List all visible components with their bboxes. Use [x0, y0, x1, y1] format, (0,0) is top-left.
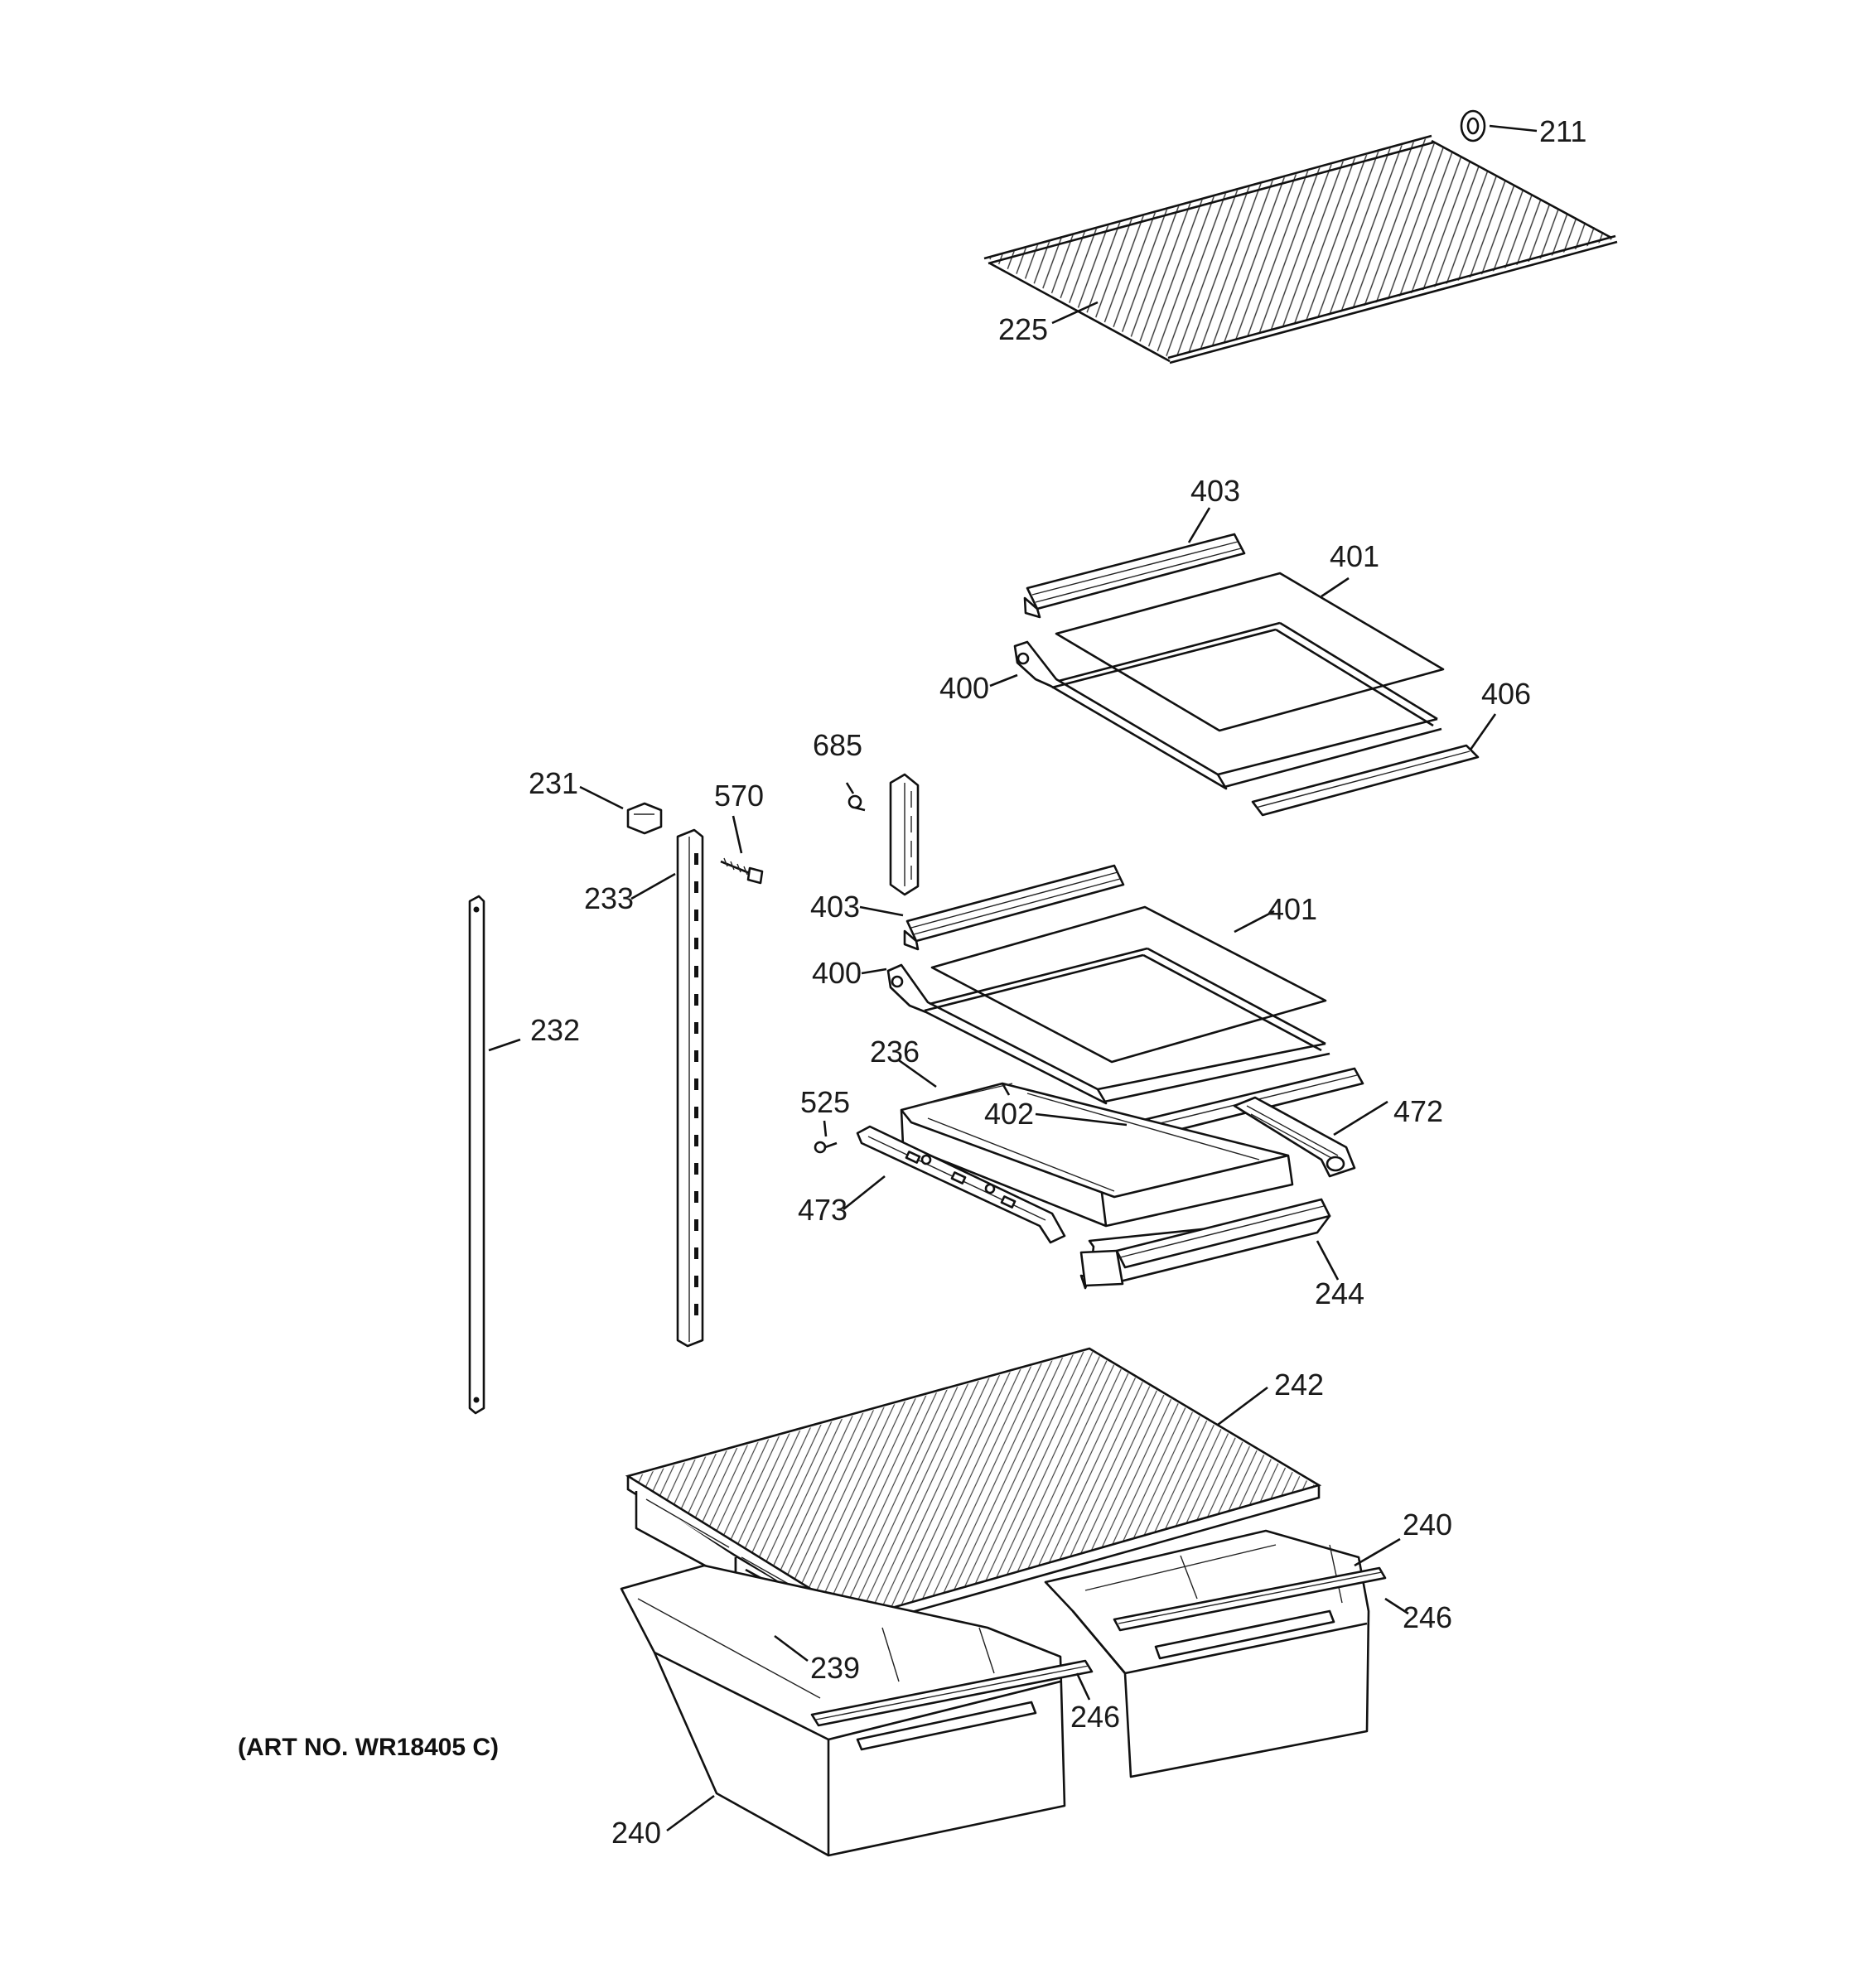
callout-225: 225 — [998, 312, 1048, 346]
callout-233: 233 — [584, 881, 634, 915]
callout-232: 232 — [530, 1013, 580, 1047]
callout-473: 473 — [798, 1193, 847, 1227]
callout-242: 242 — [1274, 1368, 1324, 1402]
art-number: (ART NO. WR18405 C) — [238, 1734, 499, 1761]
part-685-screw — [847, 794, 866, 812]
callout-403: 403 — [810, 890, 860, 924]
part-406-shelf-trim-front — [1251, 744, 1480, 817]
callout-231: 231 — [529, 766, 578, 800]
callout-402: 402 — [984, 1097, 1034, 1131]
callout-240: 240 — [1403, 1508, 1452, 1542]
callout-401: 401 — [1268, 892, 1317, 926]
callout-246: 246 — [1403, 1600, 1452, 1634]
callout-244: 244 — [1315, 1276, 1364, 1310]
part-225-wire-shelf — [983, 134, 1618, 364]
callout-685: 685 — [813, 728, 862, 762]
callout-labels: 211 225 403 401 400 406 685 231 570 233 … — [529, 114, 1586, 1850]
part-231-clip — [626, 802, 663, 835]
part-401-middle-glass-shelf — [930, 905, 1327, 1064]
callout-403: 403 — [1190, 474, 1240, 508]
part-403-middle-shelf-trim — [903, 864, 1125, 951]
callout-472: 472 — [1393, 1094, 1443, 1128]
callout-401: 401 — [1330, 539, 1379, 573]
part-685-shelf-bracket — [889, 773, 920, 896]
callout-239: 239 — [810, 1651, 860, 1685]
part-400-middle-shelf-frame — [886, 947, 1330, 1105]
callout-400: 400 — [939, 671, 989, 705]
part-244-pan-trim — [1079, 1198, 1331, 1290]
callout-570: 570 — [714, 779, 764, 813]
part-233-shelf-ladder-rail — [676, 828, 704, 1348]
part-400-upper-shelf-frame — [1013, 621, 1442, 790]
callout-240: 240 — [611, 1816, 661, 1850]
callout-211: 211 — [1539, 114, 1586, 148]
part-472-slide-rail — [1233, 1096, 1356, 1178]
part-403-upper-shelf-trim — [1023, 533, 1246, 619]
callout-246: 246 — [1070, 1700, 1120, 1734]
part-211-shelf-stop — [1460, 109, 1486, 142]
part-232-shelf-rail — [468, 895, 485, 1415]
part-525-screw — [814, 1141, 838, 1154]
callout-236: 236 — [870, 1035, 920, 1069]
callout-525: 525 — [800, 1085, 850, 1119]
part-246-left-drawer-handle — [810, 1659, 1094, 1727]
part-246-right-drawer-handle — [1113, 1566, 1387, 1632]
part-473-slide-rail — [856, 1125, 1066, 1244]
callout-406: 406 — [1481, 677, 1531, 711]
part-240-right-crisper-drawer — [1044, 1529, 1370, 1778]
leader-lines — [488, 124, 1538, 1832]
callout-400: 400 — [812, 956, 862, 990]
part-570-screw — [720, 857, 764, 885]
part-401-upper-glass-shelf — [1055, 572, 1445, 732]
